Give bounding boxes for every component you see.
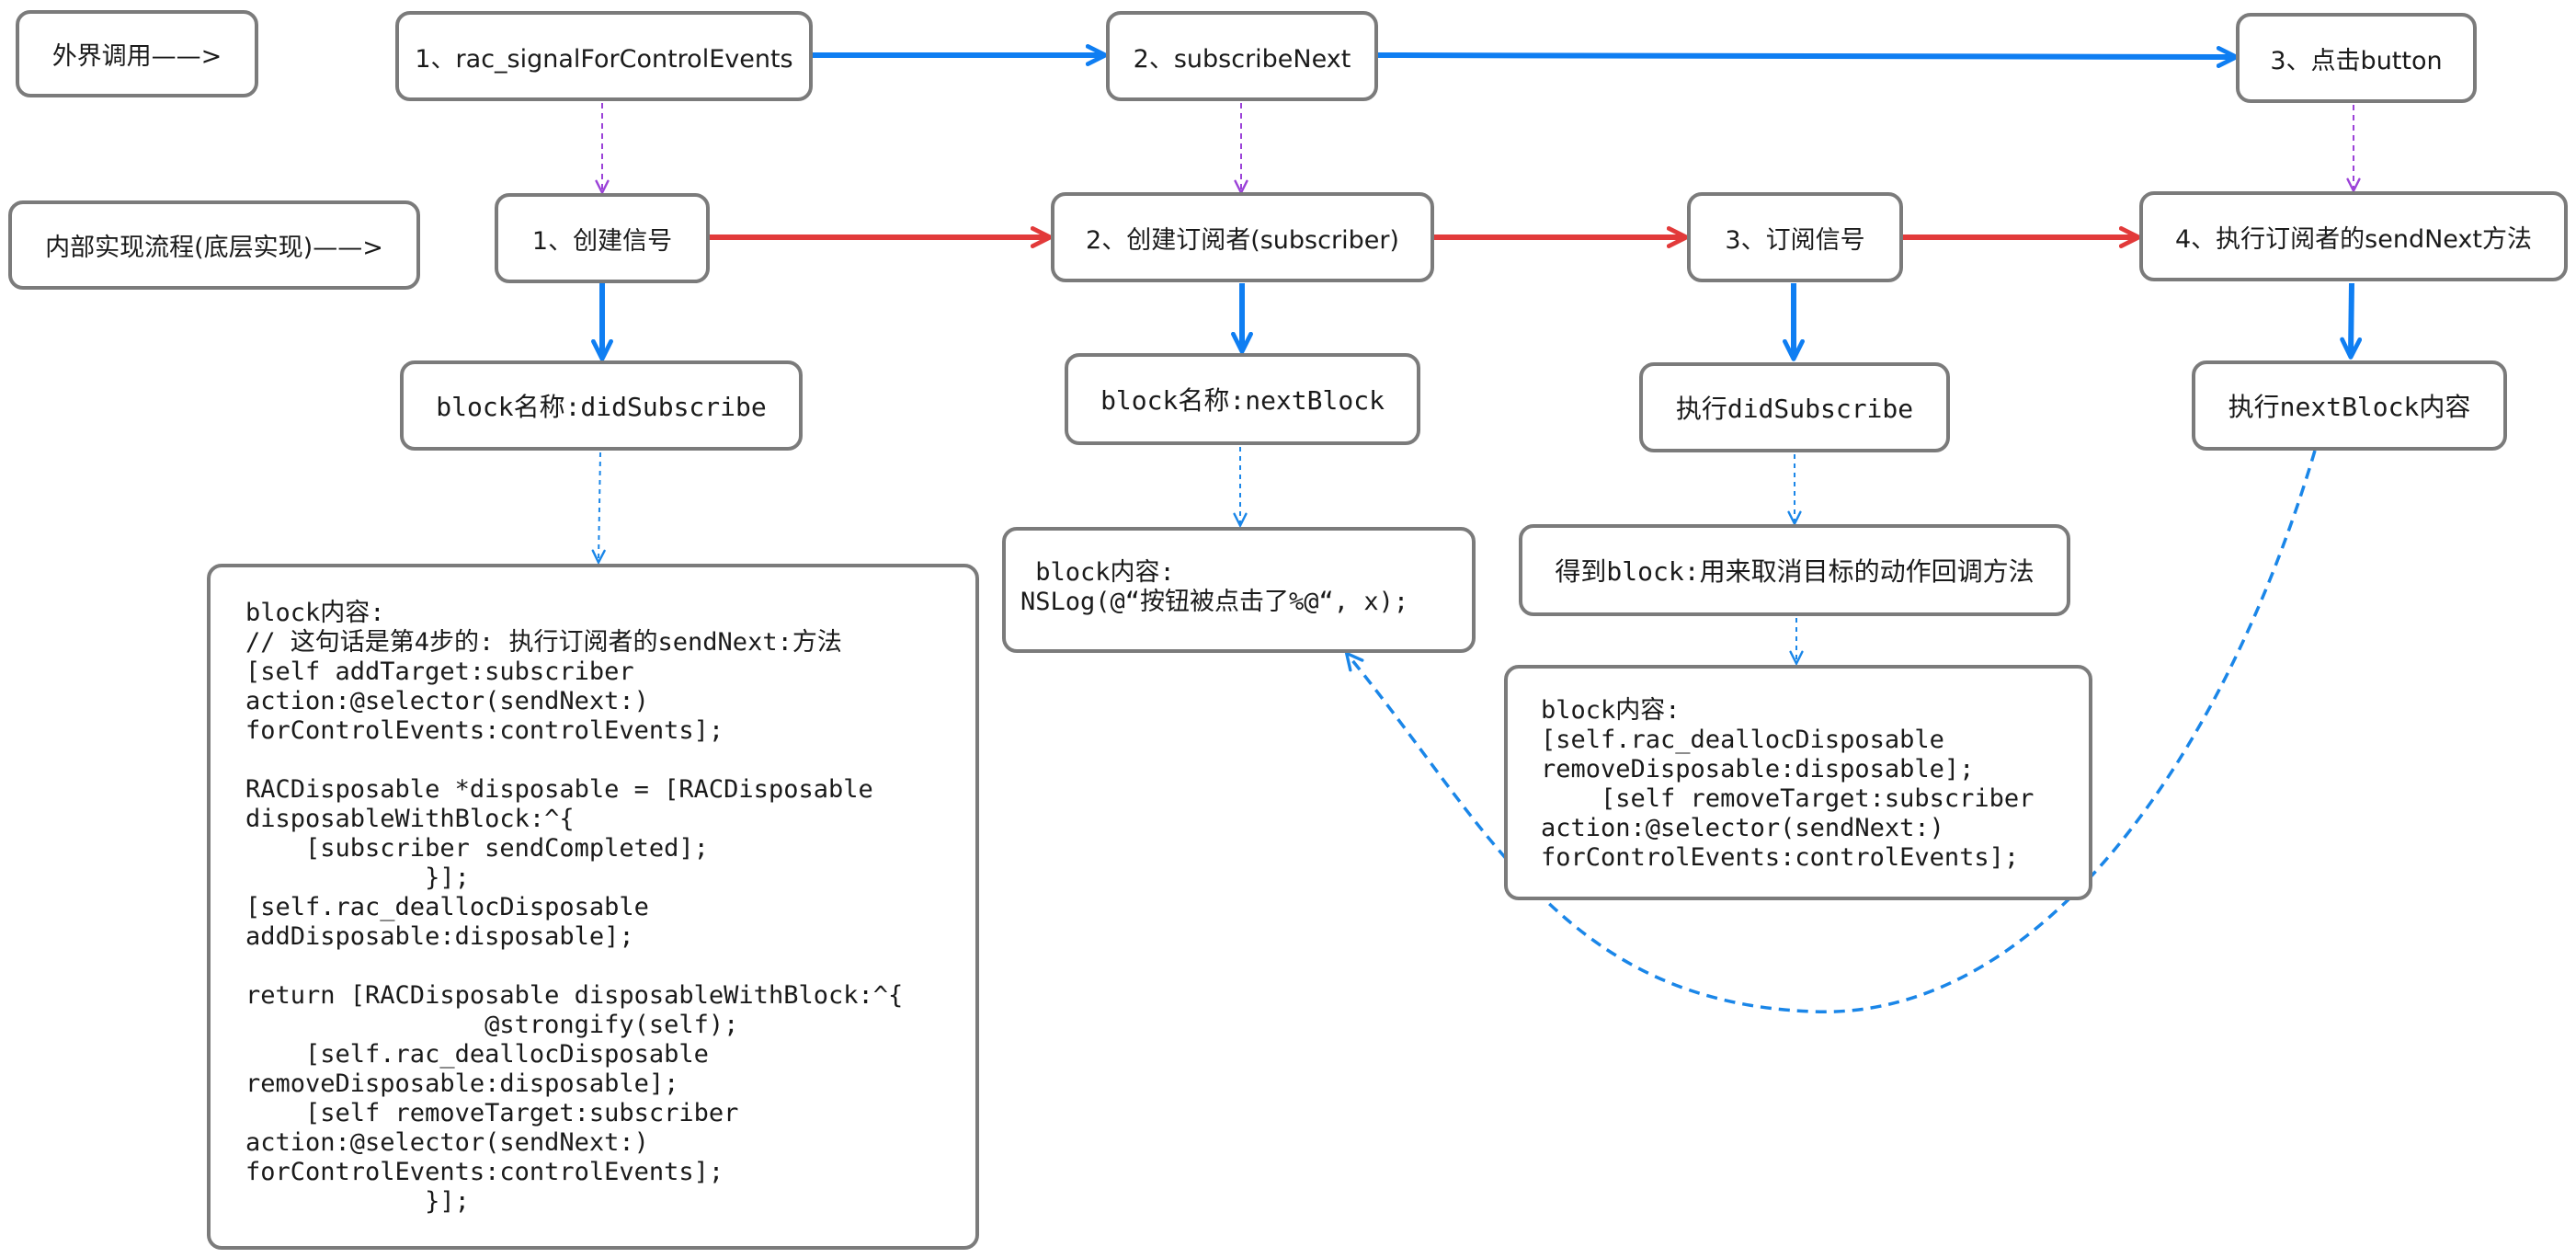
exec-next-block-content: 执行nextBlock内容 [2192, 360, 2507, 451]
int-step-subscribe-signal: 3、订阅信号 [1687, 192, 1903, 282]
arrow-int4-to-block4 [2340, 282, 2363, 360]
arrow-ext-2-to-3 [1375, 45, 2239, 68]
int-step-create-signal: 1、创建信号 [495, 193, 710, 283]
ext-step-signal-for-control-events: 1、rac_signalForControlEvents [395, 11, 813, 101]
block-name-next-block: block名称:nextBlock [1065, 353, 1420, 445]
block-name-did-subscribe: block名称:didSubscribe [400, 360, 803, 451]
exec-did-subscribe: 执行didSubscribe [1639, 362, 1950, 452]
dispose-code-box: block内容: [self.rac_deallocDisposable rem… [1504, 665, 2092, 900]
dispose-code: block内容: [self.rac_deallocDisposable rem… [1541, 696, 2035, 872]
did-subscribe-code: block内容: // 这句话是第4步的: 执行订阅者的sendNext:方法 … [245, 599, 904, 1216]
next-block-code-box: block内容: NSLog(@“按钮被点击了%@“, x); [1002, 527, 1476, 653]
link-block1-to-code1 [598, 452, 600, 561]
did-subscribe-code-box: block内容: // 这句话是第4步的: 执行订阅者的sendNext:方法 … [207, 564, 979, 1250]
int-step-create-subscriber: 2、创建订阅者(subscriber) [1051, 192, 1434, 282]
int-step-exec-send-next: 4、执行订阅者的sendNext方法 [2139, 191, 2568, 281]
curve-next-to-content [1348, 450, 2317, 1013]
internal-flow-label: 内部实现流程(底层实现)——> [8, 200, 420, 290]
get-dispose-block: 得到block:用来取消目标的动作回调方法 [1519, 524, 2070, 616]
external-call-label: 外界调用——> [16, 10, 258, 97]
next-block-code: block内容: NSLog(@“按钮被点击了%@“, x); [1020, 558, 1409, 616]
ext-step-subscribe-next: 2、subscribeNext [1106, 11, 1378, 101]
ext-step-click-button: 3、点击button [2236, 13, 2477, 103]
